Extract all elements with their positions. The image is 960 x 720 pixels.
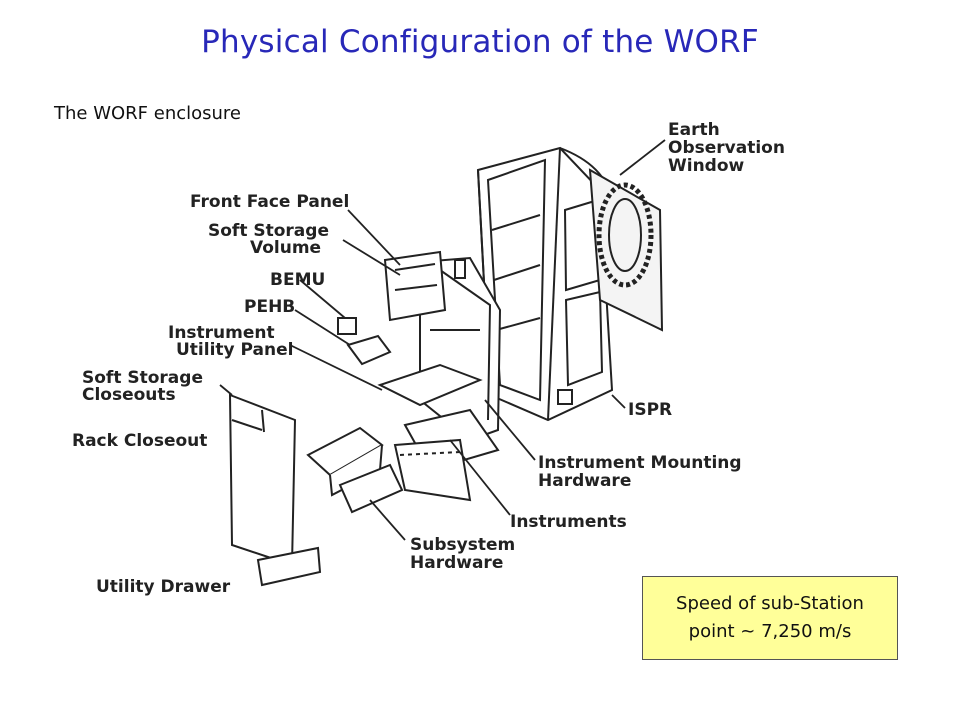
label-subsystem-hardware: Subsystem Hardware bbox=[410, 535, 521, 573]
label-rack-closeout: Rack Closeout bbox=[72, 431, 207, 451]
earth-observation-window bbox=[588, 168, 664, 332]
label-soft-storage-closeouts: Soft Storage Closeouts bbox=[82, 368, 209, 405]
utility-drawer bbox=[256, 546, 322, 587]
page-title: Physical Configuration of the WORF bbox=[201, 24, 759, 60]
label-utility-drawer: Utility Drawer bbox=[96, 577, 231, 597]
label-instrument-mounting-hardware: Instrument Mounting Hardware bbox=[538, 453, 748, 491]
utility-panel-tray bbox=[377, 363, 483, 407]
subtitle: The WORF enclosure bbox=[54, 103, 242, 124]
label-ispr: ISPR bbox=[628, 400, 672, 420]
speed-note-line-1: Speed of sub-Station bbox=[676, 593, 864, 614]
label-instrument-utility-panel: Instrument Utility Panel bbox=[168, 323, 293, 360]
pehb-box bbox=[346, 334, 392, 366]
speed-note-box: Speed of sub-Station point ~ 7,250 m/s bbox=[642, 576, 898, 660]
rack-closeout-panel bbox=[228, 393, 297, 567]
bemu-box bbox=[337, 317, 357, 335]
instruments-block bbox=[393, 438, 472, 502]
label-soft-storage-volume: Soft Storage Volume bbox=[208, 221, 335, 258]
label-instruments: Instruments bbox=[510, 512, 627, 532]
label-pehb: PEHB bbox=[244, 297, 295, 317]
label-front-face-panel: Front Face Panel bbox=[190, 192, 349, 212]
instrument-frame bbox=[383, 250, 502, 442]
label-bemu: BEMU bbox=[270, 270, 325, 290]
speed-note-line-2: point ~ 7,250 m/s bbox=[688, 621, 852, 642]
label-earth-observation-window: Earth Observation Window bbox=[668, 120, 791, 176]
